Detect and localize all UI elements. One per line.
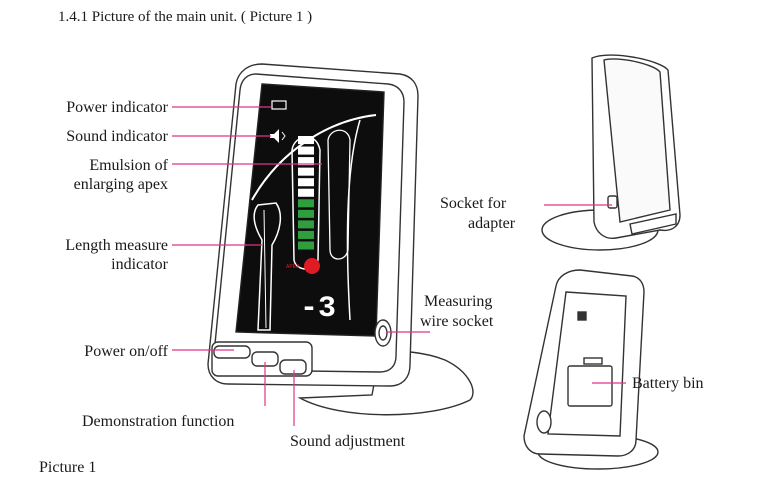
scale-bar-white [298, 157, 314, 166]
scale-bar-green [298, 199, 314, 208]
label-sound-adjustment: Sound adjustment [290, 433, 406, 450]
scale-bar-white [298, 167, 314, 176]
label-demo-function: Demonstration function [82, 413, 235, 430]
apex-red-indicator [304, 258, 320, 274]
scale-bar-white [298, 146, 314, 155]
label-power-onoff: Power on/off [84, 343, 168, 360]
unit-back-view [523, 269, 659, 470]
back-view-sticker [577, 311, 587, 321]
label-emulsion-line1: Emulsion of [89, 157, 168, 174]
label-sound-indicator: Sound indicator [66, 128, 168, 145]
scale-bar-white [298, 188, 314, 197]
label-socket-line1: Socket for [440, 195, 507, 212]
screen-label-red: APEX [286, 264, 300, 270]
apex-scale-bars [298, 136, 314, 250]
label-length-line2: indicator [111, 256, 168, 273]
power-button[interactable] [213, 345, 251, 359]
power-indicator-icon [271, 100, 287, 110]
scale-bar-green [298, 230, 314, 239]
sound-button[interactable] [279, 359, 307, 375]
sound-indicator-icon [270, 129, 279, 143]
distance-readout: -3 [300, 292, 336, 326]
label-emulsion-line2: enlarging apex [73, 176, 168, 193]
scale-bar-green [298, 209, 314, 218]
leader-lines [172, 106, 626, 426]
tooth-outline-icon [253, 202, 282, 331]
unit-side-view [541, 54, 681, 251]
label-power-indicator: Power indicator [66, 99, 168, 116]
scale-bar-white [298, 178, 314, 187]
label-battery-bin: Battery bin [632, 375, 704, 392]
adapter-socket [607, 195, 618, 209]
label-measuring-line1: Measuring [424, 293, 493, 310]
scale-bar-green [298, 241, 314, 250]
scale-bar-green [298, 220, 314, 229]
battery-bin-cover [567, 365, 613, 407]
main-unit-front [207, 63, 474, 416]
label-socket-line2: adapter [468, 215, 516, 232]
figure-caption: Picture 1 [39, 459, 97, 476]
scale-bar-white [298, 136, 314, 145]
screen-content: APEX -3 [251, 100, 377, 331]
label-measuring-line2: wire socket [420, 313, 494, 330]
label-length-line1: Length measure [65, 237, 168, 254]
section-heading: 1.4.1 Picture of the main unit. ( Pictur… [58, 9, 313, 25]
